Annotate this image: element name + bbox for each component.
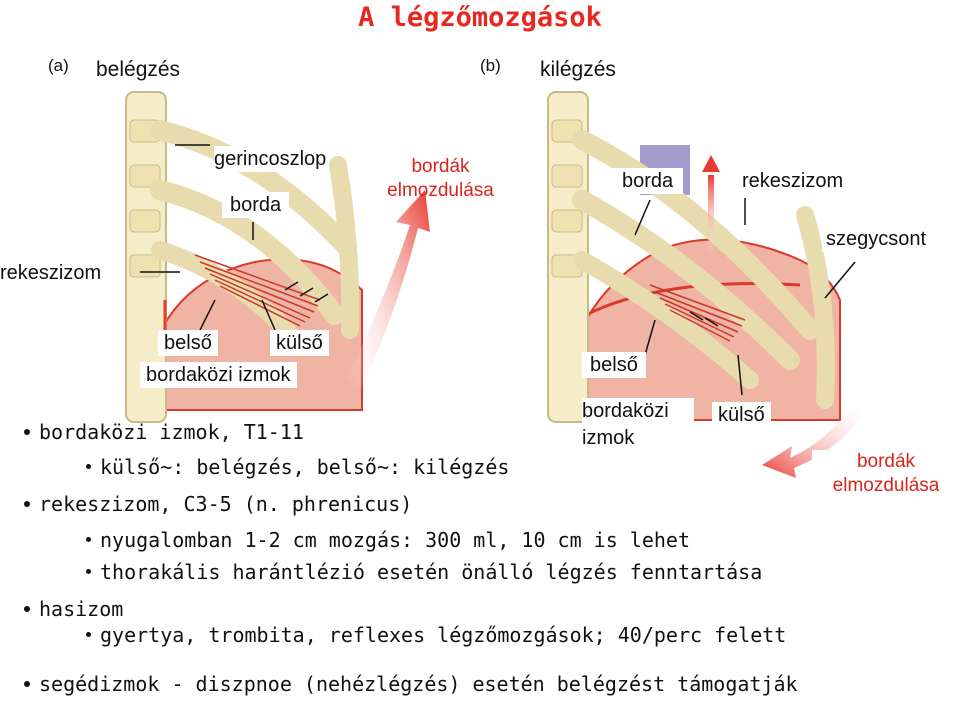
bullet-dot — [24, 605, 30, 612]
sternum-b — [796, 206, 835, 409]
intercostal-muscles-b — [649, 284, 746, 342]
bullet-item: hasizom — [24, 597, 123, 621]
bullet-text: külső~: belégzés, belső~: kilégzés — [100, 455, 510, 479]
panel-b-name: kilégzés — [540, 58, 616, 81]
bullet-text: rekeszizom, C3-5 (n. phrenicus) — [39, 492, 413, 516]
label-rib-a: borda — [222, 192, 290, 218]
bullet-item: rekeszizom, C3-5 (n. phrenicus) — [24, 492, 412, 516]
bullet-text: segédizmok - diszpnoe (nehézlégzés) eset… — [39, 672, 798, 696]
bullet-dot — [24, 500, 30, 507]
bullet-text: gyertya, trombita, reflexes légzőmozgáso… — [100, 623, 787, 647]
rib-movement-arrow-b — [762, 400, 868, 478]
rib-movement-arrow-a — [345, 190, 430, 388]
panel-b-tag: (b) — [480, 56, 501, 75]
muscle-arrows-a — [284, 281, 329, 303]
muscle-arrows-b — [689, 311, 719, 327]
bullet-text: nyugalomban 1-2 cm mozgás: 300 ml, 10 cm… — [100, 528, 691, 552]
bullet-dot — [86, 569, 91, 574]
bullet-text: bordaközi izmok, T1-11 — [39, 420, 304, 444]
bullet-item: gyertya, trombita, reflexes légzőmozgáso… — [86, 623, 786, 647]
leader-internal-b — [644, 319, 656, 356]
label-spine-a: gerincoszlop — [214, 146, 327, 172]
label-diaphragm-b: rekeszizom — [732, 168, 854, 194]
rib-b-3 — [573, 251, 759, 389]
label-rib-movement-a: bordák elmozdulása — [387, 156, 494, 201]
bullet-text: thorakális harántlézió esetén önálló lég… — [100, 560, 763, 584]
label-external-a: külső — [270, 330, 329, 356]
bullet-item: nyugalomban 1-2 cm mozgás: 300 ml, 10 cm… — [86, 528, 690, 552]
rib-b-2 — [572, 190, 800, 370]
leader-sternum-b — [824, 261, 856, 299]
page-title: A légzőmozgások — [358, 2, 602, 33]
label-rib-movement-b: bordák elmozdulása — [812, 450, 960, 498]
rib-a-3 — [151, 241, 309, 354]
bullet-item: thorakális harántlézió esetén önálló lég… — [86, 560, 762, 584]
label-internal-b: belső — [582, 352, 646, 378]
label-internal-a: belső — [158, 330, 218, 356]
bullet-dot — [86, 632, 91, 637]
rib-b-1 — [572, 130, 820, 340]
label-external-b: külső — [712, 402, 771, 428]
intercostal-muscles-a — [194, 254, 321, 327]
bullet-item: külső~: belégzés, belső~: kilégzés — [86, 455, 509, 479]
label-rib-b: borda — [612, 168, 684, 194]
diaphragm-arrow-b — [708, 175, 714, 255]
label-diaphragm-a: rekeszizom — [0, 260, 106, 286]
leader-internal-a — [199, 299, 216, 331]
bullet-text: hasizom — [39, 597, 124, 621]
diaphragm-arrowhead-b — [702, 155, 720, 172]
bullet-dot — [24, 428, 30, 435]
bullet-dot — [86, 464, 91, 469]
bullet-item: segédizmok - diszpnoe (nehézlégzés) eset… — [24, 672, 798, 696]
leader-rib-b — [634, 199, 651, 236]
bullet-dot — [86, 537, 91, 542]
panel-a-name: belégzés — [96, 58, 181, 81]
label-intercostal-b: bordaközi izmok — [582, 398, 694, 452]
bullet-item: bordaközi izmok, T1-11 — [24, 420, 304, 444]
sternum-a — [329, 156, 360, 339]
panel-a-tag: (a) — [48, 56, 69, 75]
label-sternum-b: szegycsont — [822, 226, 931, 252]
leader-external-a — [261, 299, 276, 331]
leader-external-b — [737, 354, 743, 396]
bullet-dot — [24, 680, 30, 687]
label-intercostal-a: bordaközi izmok — [140, 362, 297, 388]
